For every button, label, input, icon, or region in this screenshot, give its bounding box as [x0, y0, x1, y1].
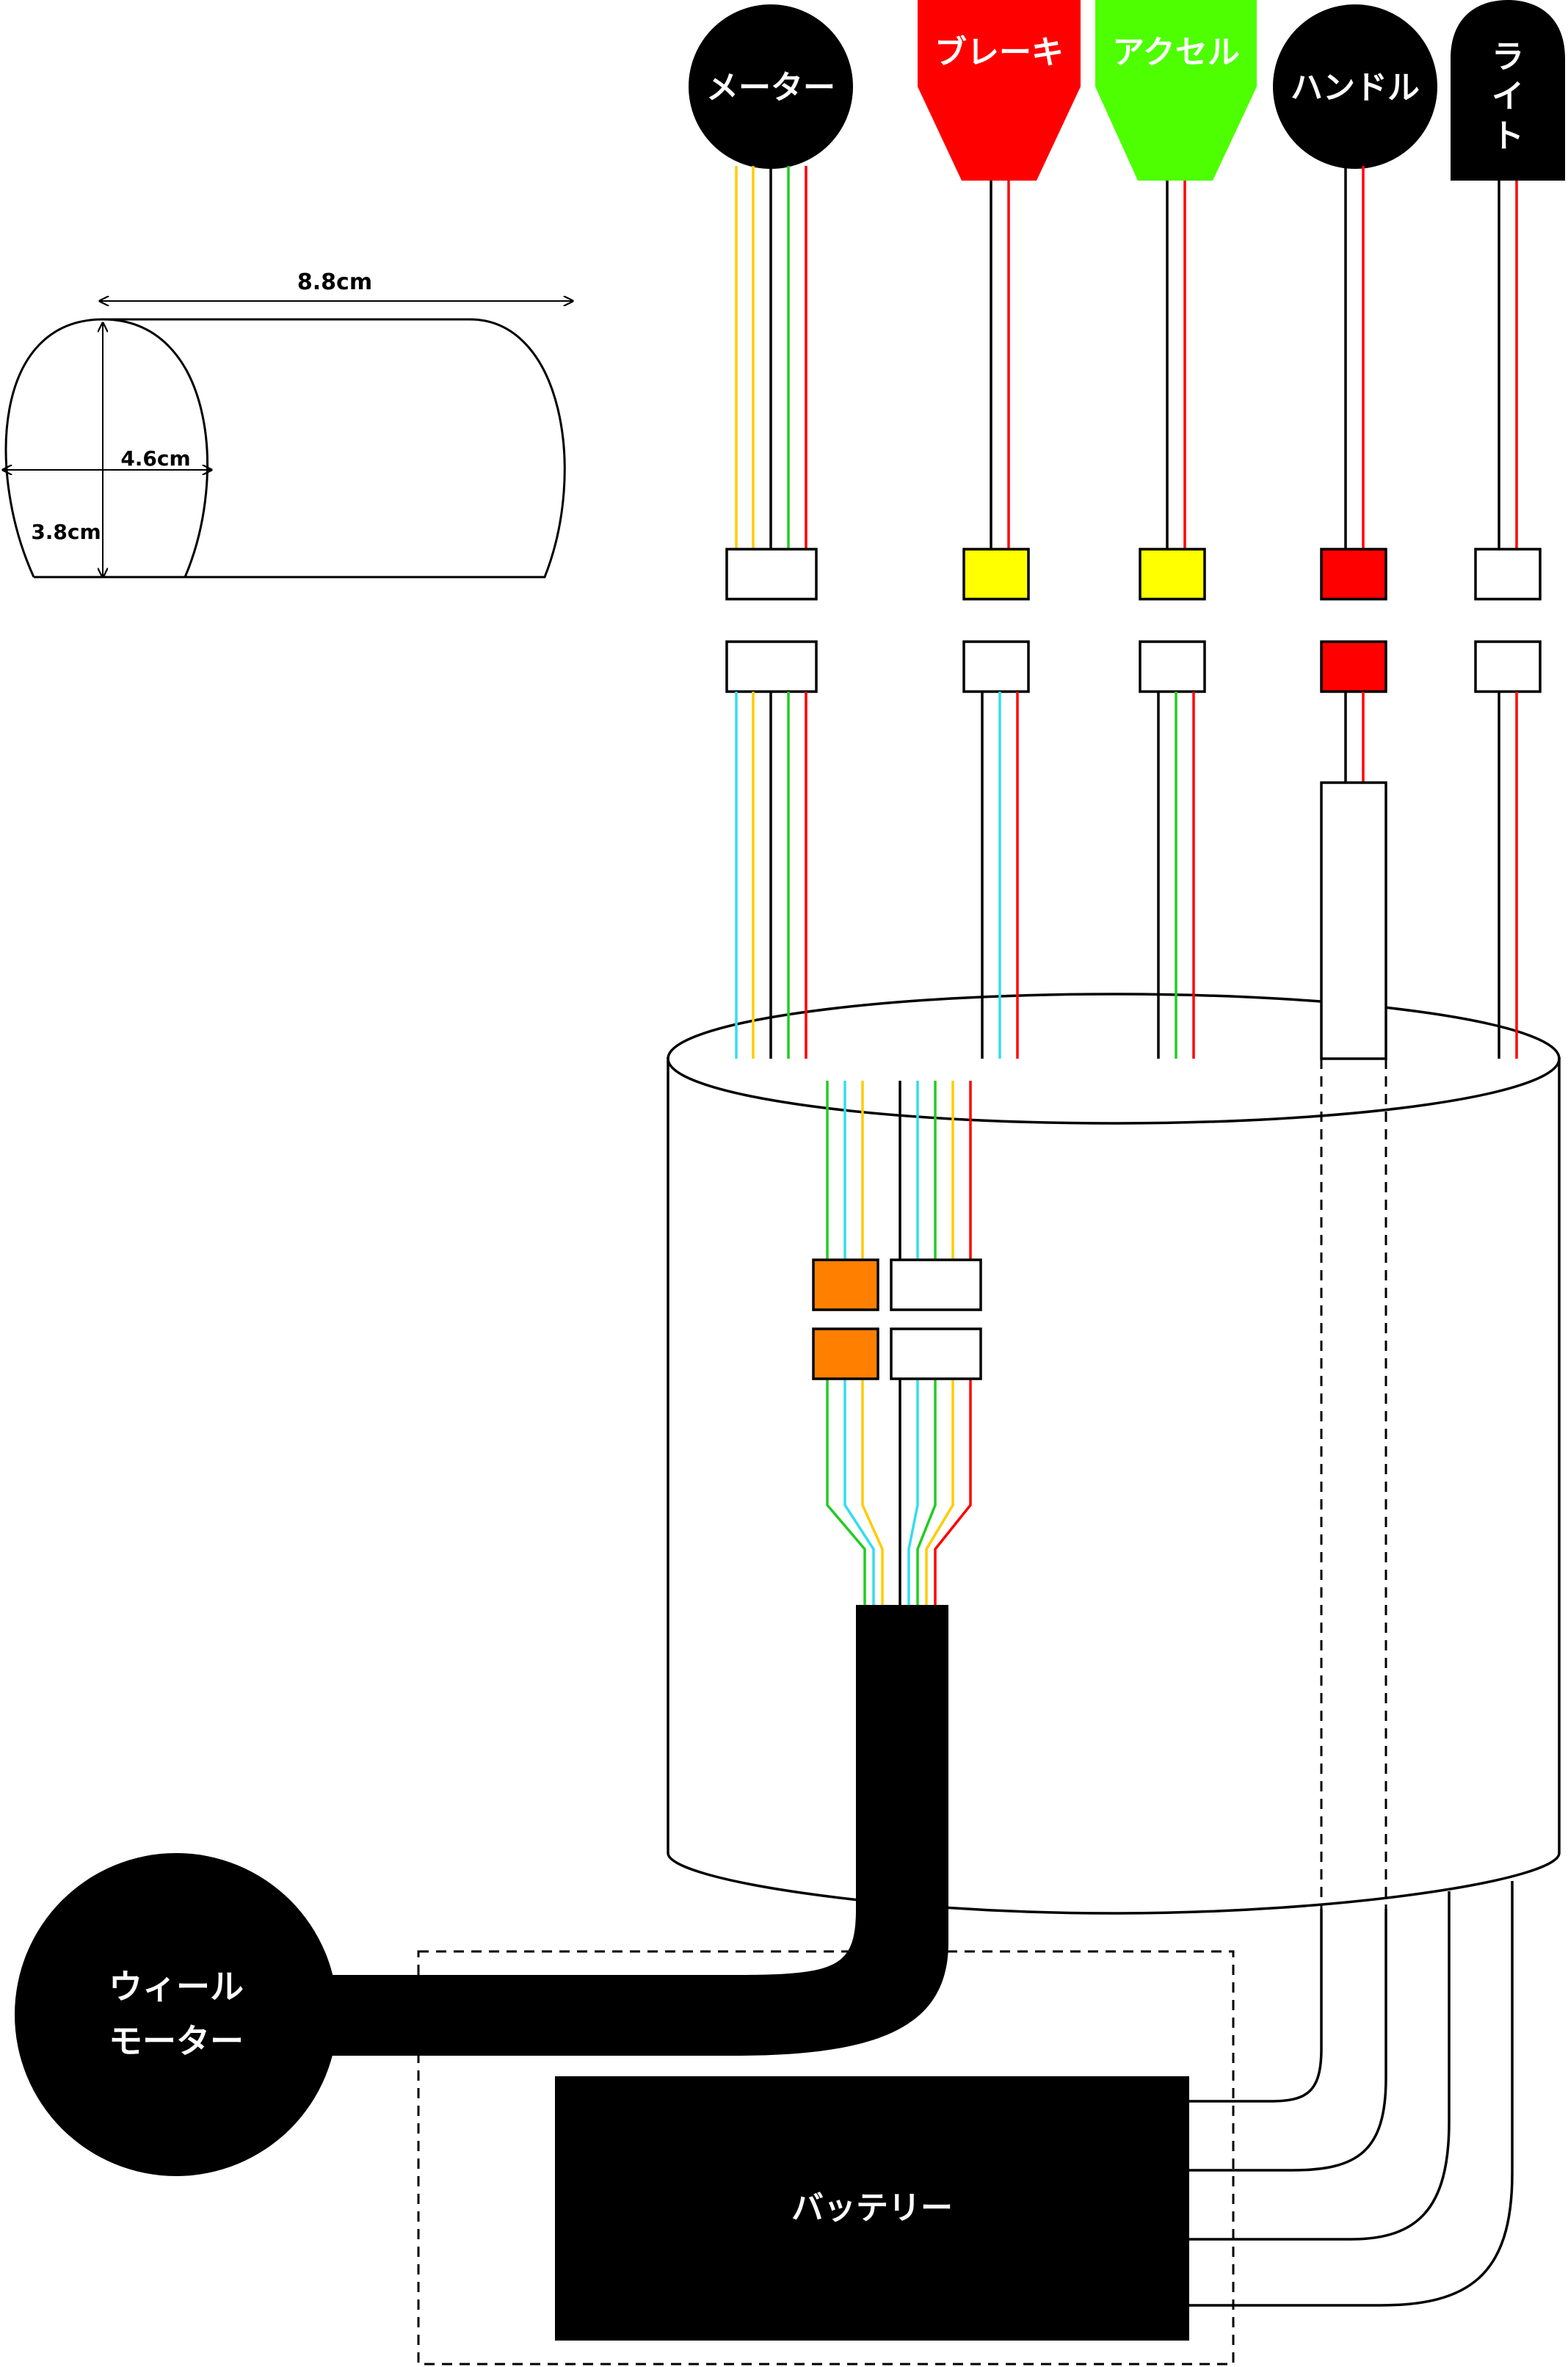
handle-label: ハンドル	[1291, 69, 1420, 106]
accel-icon	[1095, 0, 1257, 181]
main-cable	[323, 1605, 948, 2056]
meter-icon	[689, 4, 853, 169]
wheel-motor-label-1: ウィール	[109, 1967, 244, 2007]
handle-sleeve	[1320, 781, 1387, 1060]
light-connector-female	[1474, 640, 1542, 693]
lower-wires	[735, 692, 1518, 1059]
dimension-sketch	[3, 301, 573, 579]
accel-connector-male	[1139, 548, 1206, 601]
cylinder-bottom-curve	[667, 1852, 1561, 1915]
meter-label: メーター	[706, 69, 835, 106]
handle-connector-male	[1320, 548, 1387, 601]
light-connector-male	[1474, 548, 1542, 601]
wheel-motor-label-2: モーター	[109, 2021, 244, 2061]
accel-label: アクセル	[1112, 34, 1240, 71]
handle-icon	[1273, 4, 1437, 169]
motor-connector-a-lower	[812, 1327, 879, 1380]
brake-icon	[918, 0, 1081, 181]
battery-enclosure	[417, 1950, 1235, 2366]
hidden-wires	[1320, 1059, 1387, 1909]
motor-connector-b-lower	[890, 1327, 982, 1380]
battery-wires	[1189, 1881, 1514, 2307]
motor-connector-a-upper	[812, 1258, 879, 1311]
sketch-body	[34, 318, 566, 579]
cylinder-top-ellipse	[667, 993, 1561, 1125]
light-label-3: ト	[1492, 117, 1524, 155]
battery-icon	[555, 2076, 1189, 2341]
light-label-1: ラ	[1492, 38, 1524, 76]
connectors-upper	[725, 548, 1542, 601]
cylinder-body	[667, 993, 1561, 1915]
motor-connector-b-upper	[890, 1258, 982, 1311]
upper-wires	[735, 166, 1518, 549]
dim-label-length: 8.8cm	[297, 269, 372, 295]
brake-label: ブレーキ	[934, 34, 1064, 71]
internal-wires	[826, 1081, 972, 1605]
dim-label-inner-diameter: 3.8cm	[31, 520, 101, 544]
battery-label: バッテリー	[791, 2189, 953, 2227]
dim-label-outer-diameter: 4.6cm	[120, 446, 190, 471]
meter-connector-male	[725, 548, 818, 601]
brake-connector-female	[962, 640, 1030, 693]
meter-connector-female	[725, 640, 818, 693]
handle-connector-female	[1320, 640, 1387, 693]
connectors-lower	[725, 640, 1542, 693]
internal-connectors	[812, 1258, 982, 1380]
light-icon	[1451, 0, 1565, 181]
accel-connector-female	[1139, 640, 1206, 693]
wheel-motor-icon	[15, 1853, 338, 2176]
brake-connector-male	[962, 548, 1030, 601]
light-label-2: イ	[1492, 78, 1524, 115]
